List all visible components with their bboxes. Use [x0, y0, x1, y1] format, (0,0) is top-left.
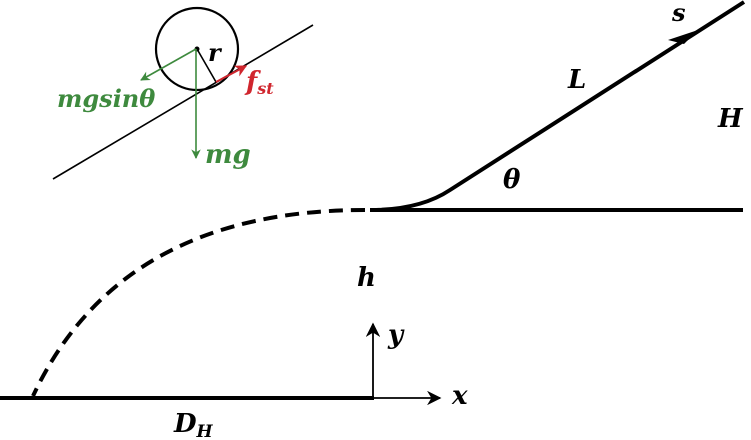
ramp: s L θ H h — [31, 0, 746, 397]
friction-label: fst — [244, 67, 274, 98]
weight-label: mg — [205, 140, 251, 170]
component-label: mgsinθ — [57, 84, 155, 113]
radius-label: r — [208, 38, 223, 67]
inrun-slope — [369, 0, 746, 212]
height-label: H — [717, 104, 744, 134]
x-axis-label: x — [451, 381, 468, 411]
y-axis-label: y — [387, 320, 405, 350]
angle-label: θ — [503, 165, 521, 195]
flight-trajectory — [31, 208, 366, 397]
friction-arrow — [215, 65, 248, 83]
distance-label: DH — [173, 409, 214, 440]
path-label: s — [671, 0, 686, 27]
inset-free-body-diagram: r mg mgsinθ fst — [52, 6, 314, 180]
jump-height-label: h — [357, 263, 376, 293]
inset-incline-line — [52, 24, 314, 180]
component-arrow — [140, 48, 197, 81]
ball-circle — [154, 6, 240, 92]
direction-arrowhead — [668, 30, 698, 44]
radius-line — [196, 48, 217, 83]
ground-and-axes: x y DH — [0, 320, 468, 440]
length-label: L — [567, 65, 586, 95]
